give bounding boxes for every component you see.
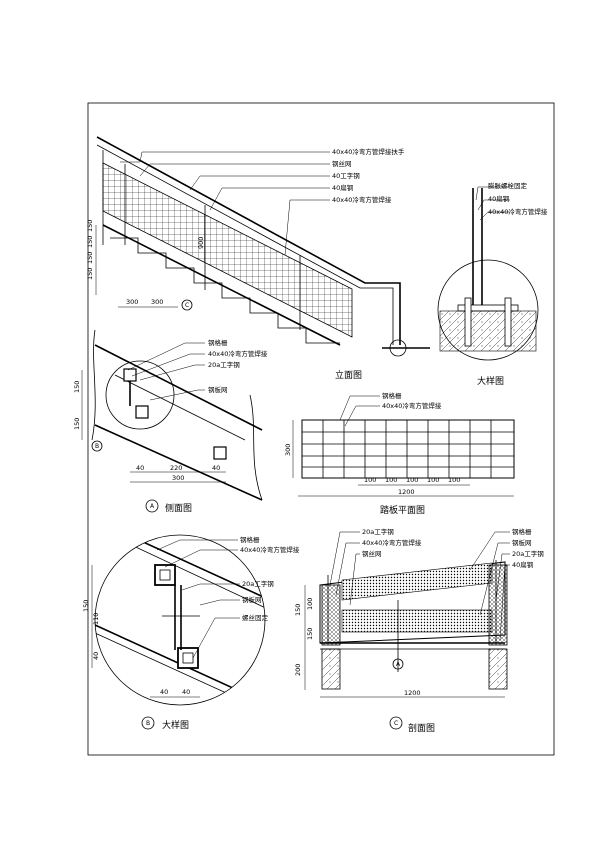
section-marker-a: A [396, 661, 401, 668]
tread-plan-title: 踏板平面图 [380, 504, 425, 516]
anchor-label-2: 40扁钢 [488, 194, 510, 203]
detail-b-label-4: 钢板网 [242, 595, 262, 604]
anchor-label-1: 膨胀螺栓固定 [488, 181, 528, 190]
anchor-detail-circle [437, 259, 539, 361]
side-label-3: 20a工字钢 [208, 360, 240, 369]
section-dim-bottom: 1200 [404, 689, 421, 697]
tread-dim-2: 100 [385, 476, 397, 484]
detail-b-dim-bottom-1: 40 [160, 688, 168, 696]
side-dim-bottom-2: 220 [170, 464, 182, 472]
elevation-height-dim: 900 [197, 237, 205, 249]
detail-b-dim-left-2: 110 [92, 613, 100, 625]
section-label-left-2: 40x40冷弯方管焊接 [362, 538, 422, 547]
detail-b-dim-left-1: 150 [82, 600, 90, 612]
elevation-label-3: 40工字钢 [332, 171, 360, 180]
section-label-right-3: 20a工字钢 [512, 549, 544, 558]
tread-grid [301, 419, 515, 479]
detail-b-label-3: 20a工字钢 [242, 579, 274, 588]
side-callout-b: B [95, 443, 99, 450]
section-title: 剖面图 [408, 722, 435, 734]
section-mesh [341, 609, 493, 633]
side-label-4: 钢板网 [208, 385, 228, 394]
detail-b-label-1: 钢格栅 [240, 535, 260, 544]
elevation-label-1: 40x40冷弯方管焊接扶手 [332, 147, 405, 156]
elevation-dim-left-4: 150 [86, 268, 94, 280]
elevation-label-2: 钢丝网 [332, 159, 352, 168]
handrail [96, 136, 401, 345]
side-dim-bottom-3: 40 [212, 464, 220, 472]
tread-dim-1: 100 [364, 476, 376, 484]
detail-b-dim-bottom-2: 40 [182, 688, 190, 696]
elevation-callout-c: C [185, 302, 189, 309]
tread-dim-total: 1200 [398, 488, 415, 496]
side-dim-total: 300 [172, 474, 184, 482]
elevation-title: 立面图 [335, 369, 362, 381]
tread-plan: 钢格栅 40x40冷弯方管焊接 300 100 100 100 100 100 … [284, 391, 515, 516]
section-dim-left-1: 150 [294, 604, 302, 616]
elevation-dim-left-1: 150 [86, 220, 94, 232]
tread-label-2: 40x40冷弯方管焊接 [382, 401, 442, 410]
section-view: 20a工字钢 40x40冷弯方管焊接 钢丝网 钢格栅 钢板网 20a工字钢 40… [294, 527, 544, 734]
side-view: 钢格栅 40x40冷弯方管焊接 20a工字钢 钢板网 150 150 B 40 … [73, 329, 268, 514]
elevation-view: 40x40冷弯方管焊接扶手 钢丝网 40工字钢 40扁钢 40x40冷弯方管焊接… [86, 136, 430, 381]
tread-dim-4: 100 [427, 476, 439, 484]
tread-dim-5: 100 [448, 476, 460, 484]
detail-b-label-2: 40x40冷弯方管焊接 [240, 545, 300, 554]
elevation-label-5: 40x40冷弯方管焊接 [332, 195, 392, 204]
section-dim-left-2: 100 [306, 598, 314, 610]
elevation-dim-bottom-1: 300 [126, 298, 138, 306]
elevation-dim-left-3: 150 [86, 252, 94, 264]
side-dim-left-1: 150 [73, 381, 81, 393]
detail-b-circle [94, 534, 266, 706]
section-dim-left-4: 200 [294, 664, 302, 676]
elevation-label-4: 40扁钢 [332, 183, 354, 192]
side-circle-a: A [150, 503, 155, 510]
side-label-2: 40x40冷弯方管焊接 [208, 349, 268, 358]
section-label-right-4: 40扁钢 [512, 560, 534, 569]
side-title: 侧面图 [165, 502, 192, 514]
anchor-label-3: 40x40冷弯方管焊接 [488, 207, 548, 216]
tread-dim-left: 300 [284, 444, 292, 456]
drawing-frame [87, 102, 555, 756]
anchor-detail: 膨胀螺栓固定 40扁钢 40x40冷弯方管焊接 大样图 [437, 181, 548, 387]
detail-b-title: 大样图 [162, 719, 189, 731]
elevation-dim-bottom-2: 300 [151, 298, 163, 306]
section-label-right-1: 钢格栅 [512, 527, 532, 536]
section-label-left-3: 钢丝网 [362, 549, 382, 558]
section-dim-left-3: 150 [306, 628, 314, 640]
section-circle-c: C [394, 720, 398, 727]
side-detail-circle [105, 360, 175, 430]
side-label-1: 钢格栅 [208, 338, 228, 347]
tread-label-1: 钢格栅 [382, 391, 402, 400]
wire-mesh-panel [102, 162, 353, 338]
section-label-right-2: 钢板网 [512, 538, 532, 547]
side-dim-left-2: 150 [73, 418, 81, 430]
anchor-detail-title: 大样图 [477, 375, 504, 387]
detail-b-dim-left-3: 40 [92, 652, 100, 660]
tread-dim-3: 100 [406, 476, 418, 484]
detail-b-label-5: 螺丝固定 [242, 613, 269, 622]
elevation-dim-left-2: 150 [86, 236, 94, 248]
detail-b-circle-label: B [146, 720, 150, 727]
side-dim-bottom-1: 40 [136, 464, 144, 472]
section-label-left-1: 20a工字钢 [362, 527, 394, 536]
detail-b: 钢格栅 40x40冷弯方管焊接 20a工字钢 钢板网 螺丝固定 150 110 … [82, 534, 300, 731]
